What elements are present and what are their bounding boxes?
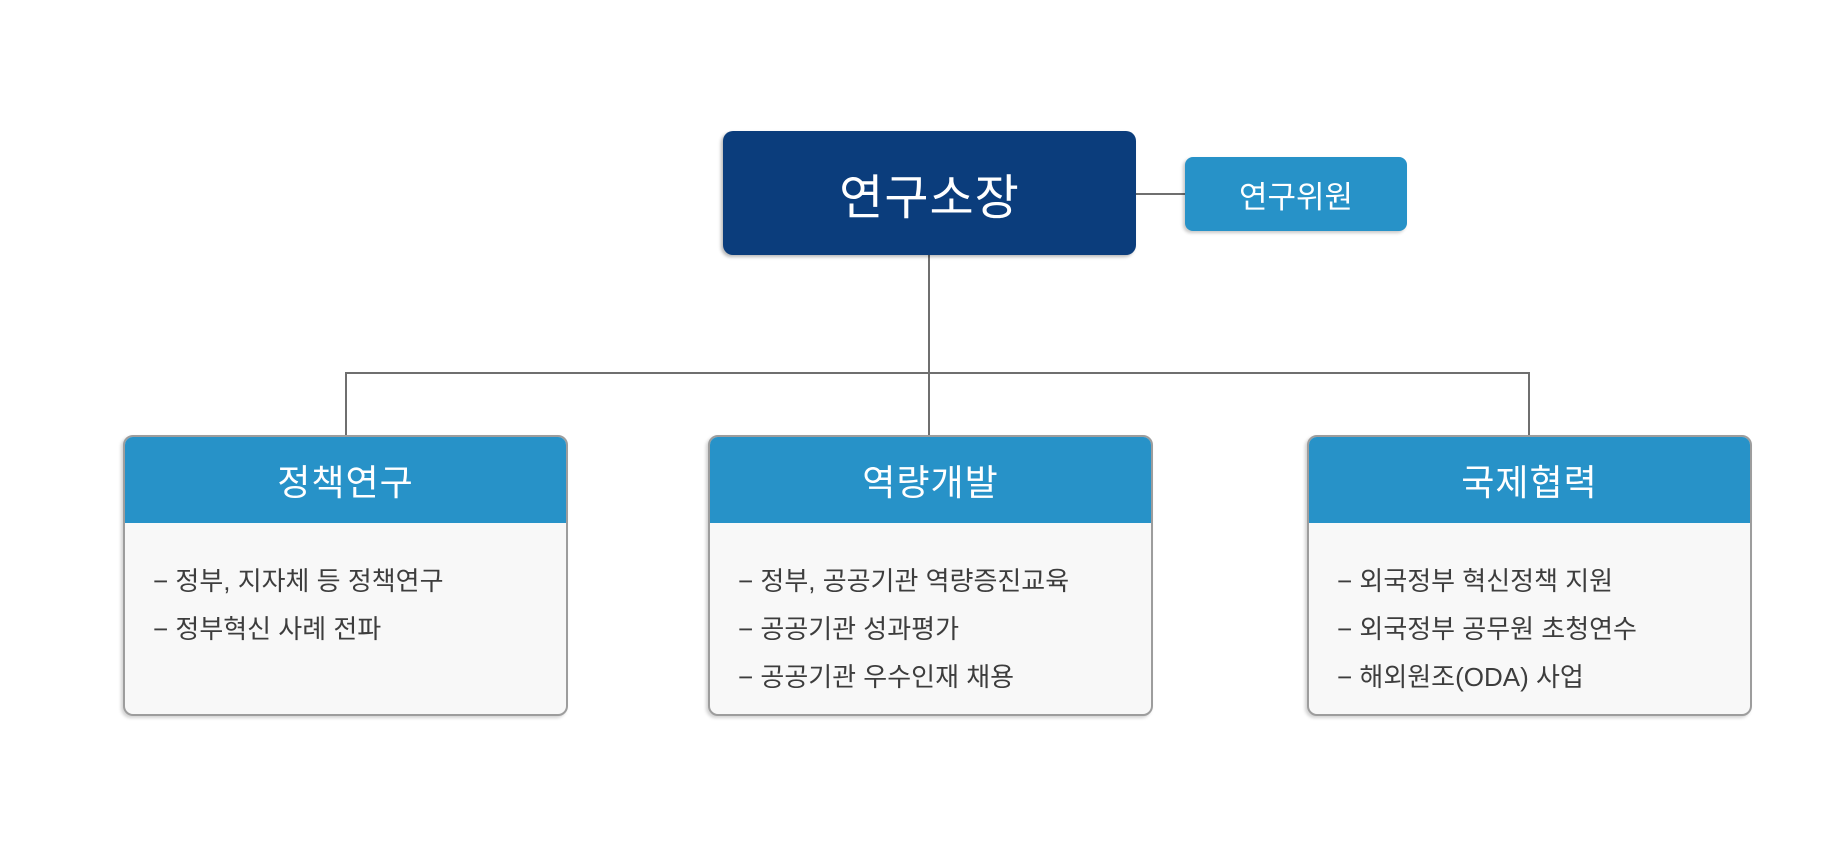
dept-international-title: 국제협력 (1461, 462, 1598, 503)
fellow-label: 연구위원 (1238, 179, 1354, 215)
connector-drop-left (345, 372, 347, 435)
dept-capacity-item: − 정부, 공공기관 역량증진교육 (738, 566, 1070, 596)
dept-international-item: − 외국정부 공무원 초청연수 (1337, 614, 1637, 644)
dept-international-item-list: − 외국정부 혁신정책 지원 − 외국정부 공무원 초청연수 − 해외원조(OD… (1309, 523, 1750, 701)
dept-policy-header: 정책연구 (125, 437, 566, 523)
dept-capacity-item: − 공공기관 성과평가 (738, 614, 959, 644)
dept-policy-item: − 정부혁신 사례 전파 (153, 614, 382, 644)
director-label: 연구소장 (839, 172, 1020, 225)
org-node-director: 연구소장 (723, 131, 1136, 255)
dept-capacity-header: 역량개발 (710, 437, 1151, 523)
org-node-dept-international: 국제협력 − 외국정부 혁신정책 지원 − 외국정부 공무원 초청연수 − 해외… (1307, 435, 1752, 716)
dept-international-item: − 해외원조(ODA) 사업 (1337, 662, 1584, 692)
connector-drop-right (1528, 372, 1530, 435)
dept-policy-title: 정책연구 (277, 462, 414, 503)
dept-capacity-item-list: − 정부, 공공기관 역량증진교육 − 공공기관 성과평가 − 공공기관 우수인… (710, 523, 1151, 701)
connector-rail (346, 372, 1529, 374)
dept-capacity-title: 역량개발 (862, 462, 999, 503)
org-node-dept-capacity: 역량개발 − 정부, 공공기관 역량증진교육 − 공공기관 성과평가 − 공공기… (708, 435, 1153, 716)
connector-root-vertical (928, 255, 930, 435)
dept-policy-item: − 정부, 지자체 등 정책연구 (153, 566, 444, 596)
dept-capacity-item: − 공공기관 우수인재 채용 (738, 662, 1015, 692)
dept-international-header: 국제협력 (1309, 437, 1750, 523)
dept-international-item: − 외국정부 혁신정책 지원 (1337, 566, 1614, 596)
connector-root-fellow (1136, 193, 1185, 195)
org-node-fellow: 연구위원 (1185, 157, 1407, 231)
dept-policy-item-list: − 정부, 지자체 등 정책연구 − 정부혁신 사례 전파 (125, 523, 566, 653)
org-node-dept-policy: 정책연구 − 정부, 지자체 등 정책연구 − 정부혁신 사례 전파 (123, 435, 568, 716)
